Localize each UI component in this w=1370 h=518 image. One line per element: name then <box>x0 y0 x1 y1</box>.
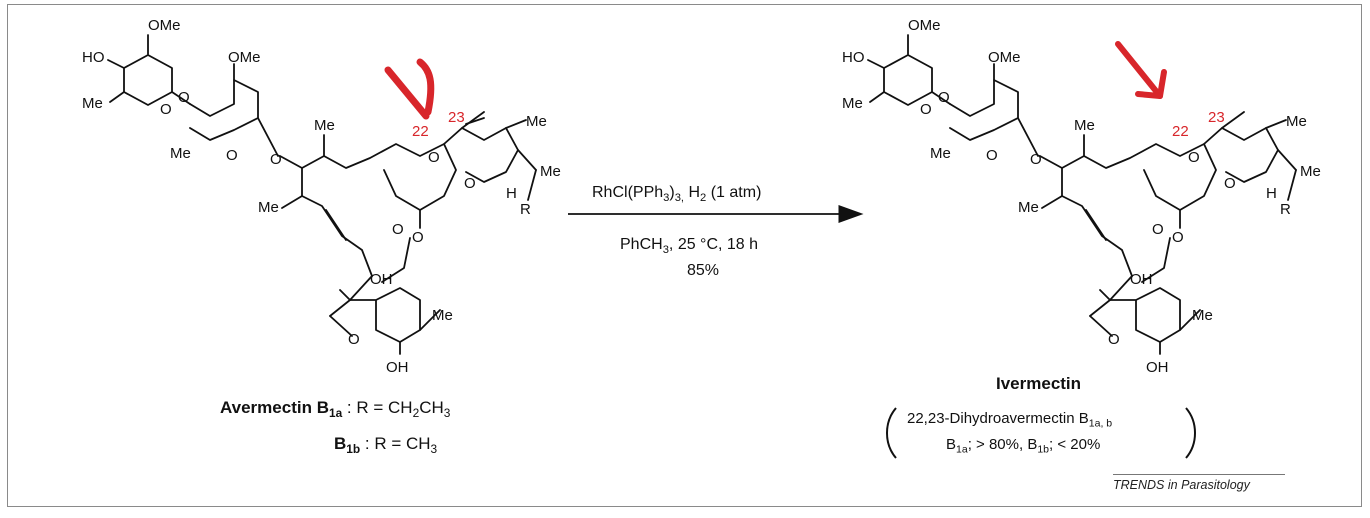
oxygen-label: O <box>938 89 950 106</box>
oxygen-label: O <box>1188 149 1200 166</box>
oxygen-label: O <box>270 151 282 168</box>
me-label: Me <box>314 117 335 134</box>
ho-label: HO <box>82 49 105 66</box>
oxygen-label: O <box>464 175 476 192</box>
me-label: Me <box>930 145 951 162</box>
position-22-label: 22 <box>412 123 429 140</box>
ome-label: OMe <box>148 17 181 34</box>
oxygen-label: O <box>392 221 404 238</box>
ho-label: HO <box>842 49 865 66</box>
annotation-arrow <box>416 58 435 116</box>
oxygen-label: O <box>348 331 360 348</box>
oxygen-label: O <box>226 147 238 164</box>
journal-credit: TRENDS in Parasitology <box>1113 478 1250 492</box>
figure-frame <box>7 4 1362 507</box>
oh-label: OH <box>1130 271 1153 288</box>
reaction-conditions: PhCH3, 25 °C, 18 h <box>620 236 759 256</box>
r-label: R <box>520 201 531 218</box>
avermectin-b1a-label: Avermectin B1a : R = CH2CH3 <box>220 398 451 421</box>
me-label: Me <box>526 113 547 130</box>
oxygen-label: O <box>1108 331 1120 348</box>
oxygen-label: O <box>412 229 424 246</box>
annotation-arrow-head <box>1135 69 1167 99</box>
oxygen-label: O <box>1030 151 1042 168</box>
oxygen-label: O <box>920 101 932 118</box>
me-label: Me <box>540 163 561 180</box>
right-parenthesis <box>1185 407 1196 459</box>
avermectin-b1b-label: B1b : R = CH3 <box>334 434 438 457</box>
me-label: Me <box>1018 199 1039 216</box>
oxygen-label: O <box>986 147 998 164</box>
ome-label: OMe <box>908 17 941 34</box>
oxygen-label: O <box>1172 229 1184 246</box>
oh-label: OH <box>370 271 393 288</box>
ivermectin-description: 22,23-Dihydroavermectin B1a, b <box>907 410 1113 430</box>
annotation-arrow-stroke <box>384 66 430 120</box>
me-label: Me <box>82 95 103 112</box>
position-23-label: 23 <box>1208 109 1225 126</box>
reaction-reagent: RhCl(PPh3)3, H2 (1 atm) <box>592 184 762 204</box>
ivermectin-title: Ivermectin <box>996 374 1082 393</box>
journal-divider <box>1113 474 1285 475</box>
position-23-label: 23 <box>448 109 465 126</box>
oh-label: OH <box>386 359 409 376</box>
position-22-label: 22 <box>1172 123 1189 140</box>
avermectin-structure <box>107 34 537 355</box>
oxygen-label: O <box>160 101 172 118</box>
ivermectin-structure <box>867 34 1297 355</box>
annotation-arrow <box>1115 41 1163 99</box>
me-label: Me <box>1192 307 1213 324</box>
me-label: Me <box>1074 117 1095 134</box>
me-label: Me <box>1300 163 1321 180</box>
h-label: H <box>1266 185 1277 202</box>
me-label: Me <box>170 145 191 162</box>
ome-label: OMe <box>988 49 1021 66</box>
ivermectin-composition: B1a; > 80%, B1b; < 20% <box>946 436 1101 456</box>
oh-label: OH <box>1146 359 1169 376</box>
oxygen-label: O <box>178 89 190 106</box>
r-label: R <box>1280 201 1291 218</box>
me-label: Me <box>258 199 279 216</box>
me-label: Me <box>432 307 453 324</box>
oxygen-label: O <box>428 149 440 166</box>
me-label: Me <box>1286 113 1307 130</box>
h-label: H <box>506 185 517 202</box>
reaction-yield: 85% <box>687 262 720 279</box>
ome-label: OMe <box>228 49 261 66</box>
oxygen-label: O <box>1152 221 1164 238</box>
oxygen-label: O <box>1224 175 1236 192</box>
me-label: Me <box>842 95 863 112</box>
left-parenthesis <box>886 407 897 459</box>
